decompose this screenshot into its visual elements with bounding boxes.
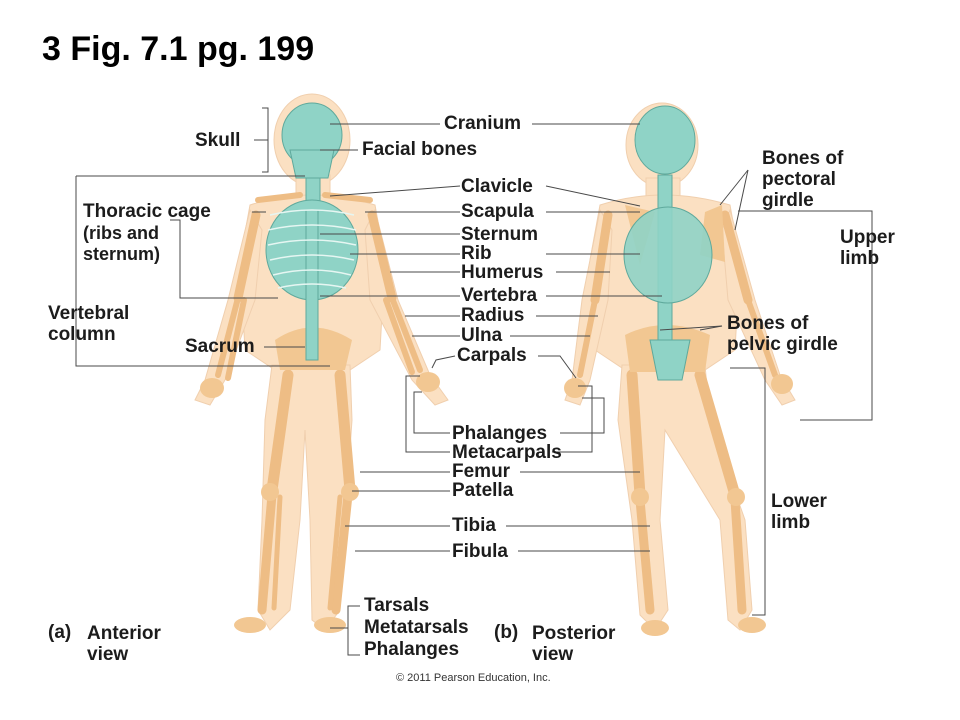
posterior-limb-bones xyxy=(577,210,778,615)
label-radius: Radius xyxy=(461,305,525,326)
copyright-notice: © 2011 Pearson Education, Inc. xyxy=(396,672,551,684)
label-cranium: Cranium xyxy=(444,113,522,134)
label-scapula: Scapula xyxy=(461,201,534,222)
label-rib: Rib xyxy=(461,243,492,264)
label-patella: Patella xyxy=(452,480,514,501)
label-vertebra: Vertebra xyxy=(461,285,538,306)
view-tag-posterior: (b) xyxy=(494,622,519,643)
label-tarsals: Tarsals xyxy=(364,595,430,616)
label-facial-bones: Facial bones xyxy=(362,139,478,160)
label-carpals: Carpals xyxy=(457,345,527,366)
anterior-limb-bones xyxy=(215,192,423,615)
label-metatarsals: Metatarsals xyxy=(364,617,469,638)
label-phalanges-hand: Phalanges xyxy=(452,423,548,444)
label-vertebral-column: Vertebral column xyxy=(48,303,130,345)
label-sacrum: Sacrum xyxy=(185,336,255,357)
label-thoracic-cage-sub: (ribs and sternum) xyxy=(83,223,161,264)
view-label-posterior: Posterior view xyxy=(532,623,616,665)
label-skull: Skull xyxy=(195,130,241,151)
label-humerus: Humerus xyxy=(461,262,544,283)
label-fibula: Fibula xyxy=(452,541,508,562)
label-pectoral-girdle: Bones of pectoral girdle xyxy=(762,148,844,211)
label-upper-limb: Upper limb xyxy=(840,227,895,269)
label-clavicle: Clavicle xyxy=(461,176,533,197)
slide-title: 3 Fig. 7.1 pg. 199 xyxy=(42,30,315,68)
leader-lines xyxy=(75,107,873,656)
label-ulna: Ulna xyxy=(461,325,503,346)
view-label-anterior: Anterior view xyxy=(87,623,161,665)
anterior-joints xyxy=(200,327,440,633)
anterior-axial-skeleton xyxy=(265,102,359,361)
label-tibia: Tibia xyxy=(452,515,496,536)
posterior-axial-skeleton xyxy=(623,105,713,381)
label-pelvic-girdle: Bones of pelvic girdle xyxy=(727,313,838,355)
label-sternum: Sternum xyxy=(461,224,539,245)
label-femur: Femur xyxy=(452,461,511,482)
label-lower-limb: Lower limb xyxy=(771,491,827,533)
anterior-ribs xyxy=(267,209,357,289)
label-phalanges-foot: Phalanges xyxy=(364,639,460,660)
label-thoracic-cage: Thoracic cage xyxy=(83,201,211,222)
view-tag-anterior: (a) xyxy=(48,622,72,643)
label-metacarpals: Metacarpals xyxy=(452,442,562,463)
